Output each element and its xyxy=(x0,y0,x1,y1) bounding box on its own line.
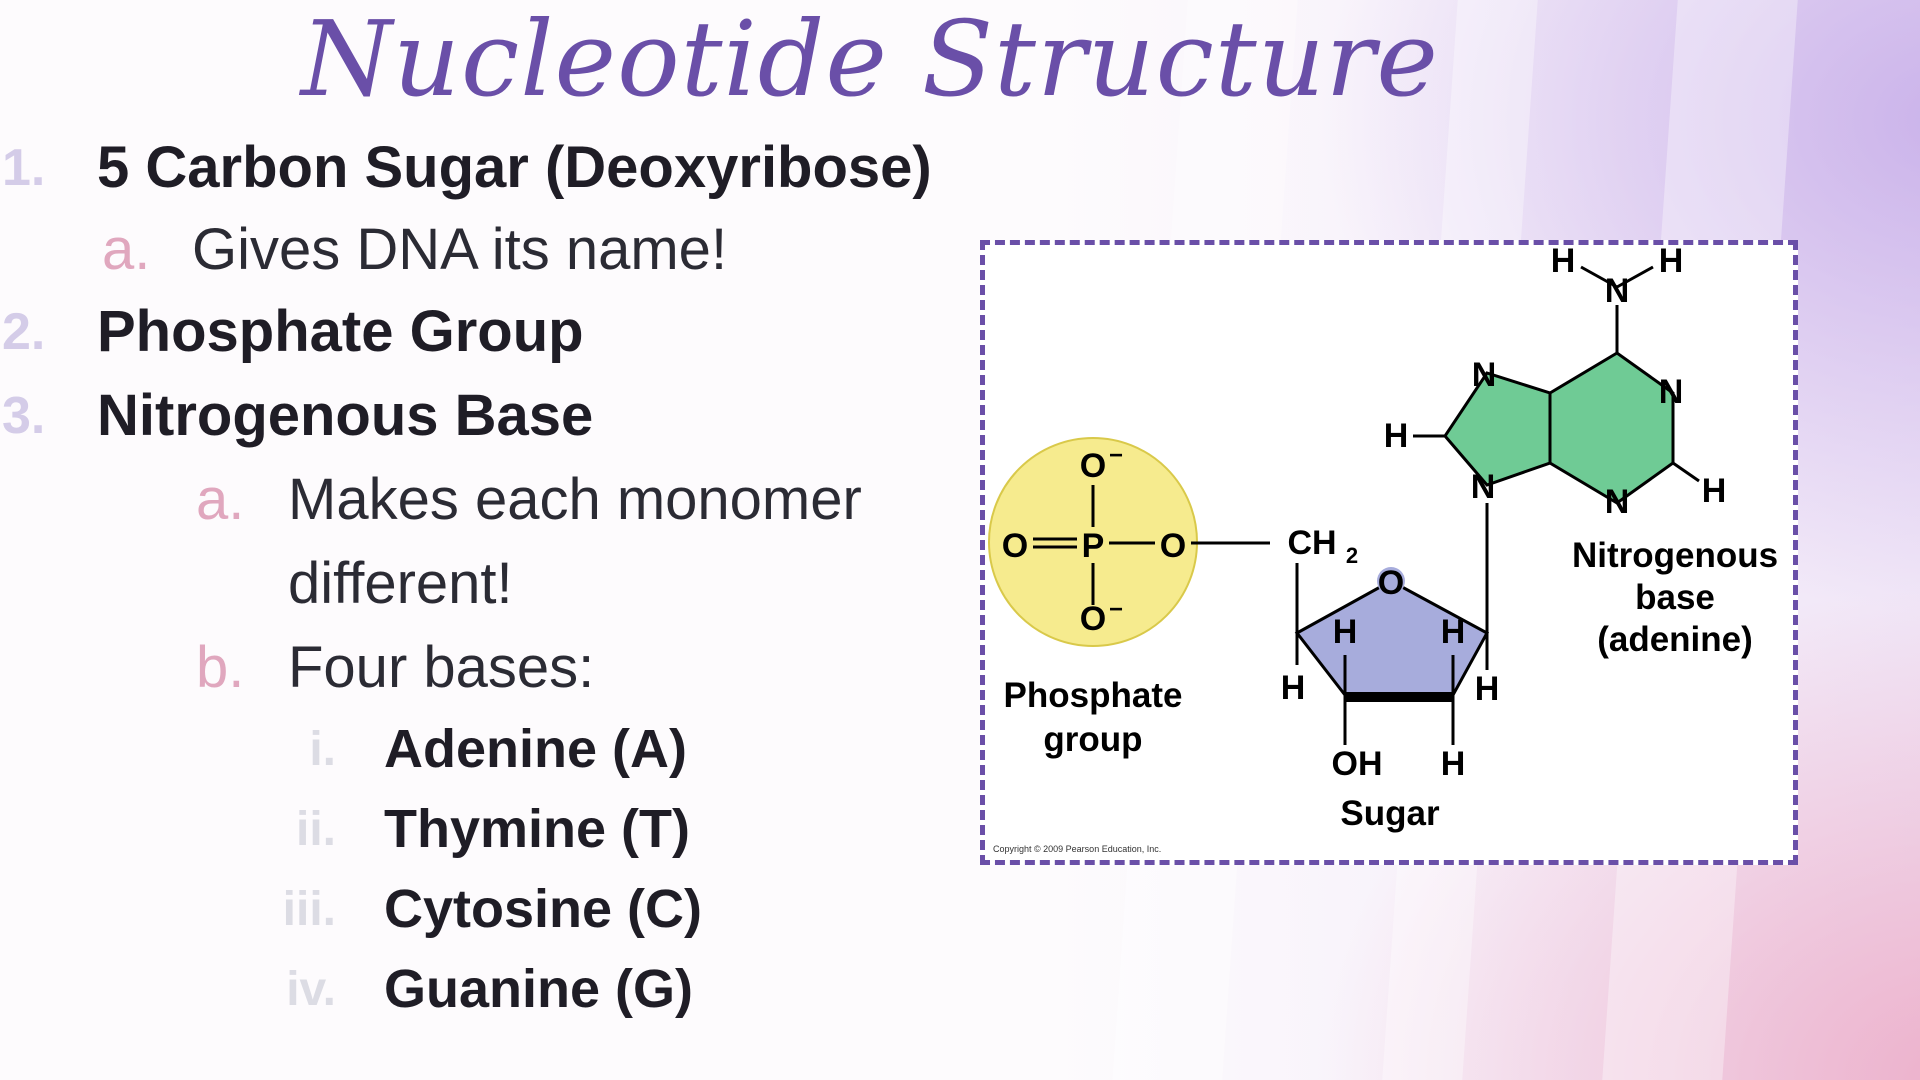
svg-text:H: H xyxy=(1441,745,1466,783)
base-text: Adenine (A) xyxy=(384,719,687,779)
svg-text:O: O xyxy=(1160,527,1186,565)
svg-text:−: − xyxy=(1109,596,1123,623)
list-number: 3. xyxy=(2,387,46,445)
roman-numeral: ii. xyxy=(295,803,336,856)
list-item-text: 5 Carbon Sugar (Deoxyribose) xyxy=(97,135,932,200)
copyright-text: Copyright © 2009 Pearson Education, Inc. xyxy=(993,844,1162,854)
svg-text:N: N xyxy=(1605,483,1630,521)
svg-text:H: H xyxy=(1441,613,1466,651)
roman-numeral: iii. xyxy=(282,883,336,936)
svg-text:CH: CH xyxy=(1287,524,1336,562)
svg-text:H: H xyxy=(1281,669,1306,707)
roman-numeral: i. xyxy=(309,723,336,776)
svg-text:O: O xyxy=(1378,564,1404,602)
svg-text:H: H xyxy=(1333,613,1358,651)
sub-item-text: Makes each monomer xyxy=(288,467,862,532)
svg-text:H: H xyxy=(1475,670,1500,708)
svg-text:O: O xyxy=(1080,600,1106,638)
base-six-ring xyxy=(1548,351,1675,505)
nucleotide-diagram: O− P O O O− Phosphate group xyxy=(980,240,1798,865)
list-number: 1. xyxy=(2,139,46,197)
base-label-line2: base xyxy=(1635,578,1715,617)
svg-text:O: O xyxy=(1002,527,1028,565)
svg-text:H: H xyxy=(1659,245,1684,280)
svg-text:N: N xyxy=(1471,468,1496,506)
base-five-ring xyxy=(1443,371,1552,487)
phosphate-label-line2: group xyxy=(1043,720,1142,759)
svg-text:H: H xyxy=(1702,472,1727,510)
base-text: Guanine (G) xyxy=(384,959,693,1019)
base-label-line3: (adenine) xyxy=(1597,620,1753,659)
phosphate-formula: O− P O O O− xyxy=(1002,442,1186,638)
svg-text:N: N xyxy=(1605,272,1630,310)
sub-letter: a. xyxy=(196,467,245,532)
svg-text:OH: OH xyxy=(1332,745,1383,783)
sub-letter: a. xyxy=(102,217,151,282)
svg-text:−: − xyxy=(1109,442,1123,469)
svg-text:N: N xyxy=(1659,373,1684,411)
sub-letter: b. xyxy=(196,635,245,700)
sub-item-text: Gives DNA its name! xyxy=(192,217,728,282)
base-label: Nitrogenous xyxy=(1572,536,1778,575)
list-item-text: Nitrogenous Base xyxy=(97,383,594,448)
sub-item-text-continued: different! xyxy=(288,551,513,616)
sugar-label: Sugar xyxy=(1340,794,1440,833)
svg-text:H: H xyxy=(1384,417,1409,455)
list-item-text: Phosphate Group xyxy=(97,299,584,364)
base-atoms: N H H N N N N H H xyxy=(1384,245,1727,521)
roman-numeral: iv. xyxy=(286,963,336,1016)
svg-text:2: 2 xyxy=(1346,543,1358,568)
phosphate-label: Phosphate xyxy=(1004,676,1183,715)
list-number: 2. xyxy=(2,303,46,361)
svg-text:H: H xyxy=(1551,245,1576,280)
sub-item-text: Four bases: xyxy=(288,635,595,700)
svg-text:P: P xyxy=(1082,527,1105,565)
base-text: Cytosine (C) xyxy=(384,879,703,939)
sugar-atoms: CH 2 O H H H H OH H xyxy=(1281,524,1500,783)
svg-text:N: N xyxy=(1472,356,1497,394)
base-text: Thymine (T) xyxy=(384,799,690,859)
slide-title: Nucleotide Structure xyxy=(301,0,1439,120)
svg-text:O: O xyxy=(1080,447,1106,485)
